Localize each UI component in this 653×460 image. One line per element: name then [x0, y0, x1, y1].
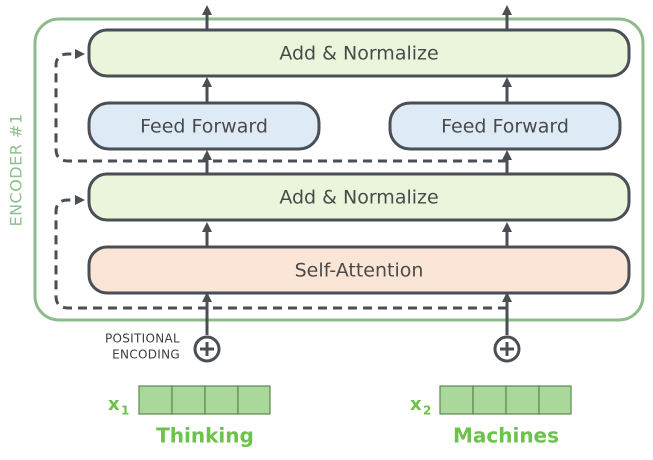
feed-forward-left-label: Feed Forward — [140, 116, 268, 138]
x2-symbol: x — [410, 394, 422, 415]
word-thinking: Thinking — [156, 424, 254, 448]
add-normalize-top-label: Add & Normalize — [279, 43, 438, 65]
embedding-vector-x1 — [138, 385, 271, 415]
encoder-container — [33, 17, 645, 322]
self-attention-box: Self-Attention — [87, 245, 631, 295]
x2-subscript: 2 — [423, 404, 431, 418]
add-normalize-top-box: Add & Normalize — [87, 28, 631, 78]
positional-encoding-line2: ENCODING — [112, 348, 180, 362]
plus-icon — [193, 335, 221, 363]
feed-forward-left-box: Feed Forward — [87, 101, 321, 151]
residual-bottom — [54, 195, 507, 310]
feed-forward-right-label: Feed Forward — [441, 116, 569, 138]
add-normalize-bottom-label: Add & Normalize — [279, 187, 438, 209]
embedding-vector-x2 — [439, 385, 572, 415]
input-x1: x 1 Thinking — [108, 385, 271, 448]
input-x2: x 2 Machines — [410, 385, 572, 448]
x1-subscript: 1 — [121, 404, 129, 418]
flow-arrows — [202, 5, 512, 335]
add-normalize-bottom-box: Add & Normalize — [87, 172, 631, 222]
residual-top — [54, 49, 507, 163]
positional-encoding-line1: POSITIONAL — [105, 332, 180, 346]
x1-symbol: x — [108, 394, 120, 415]
feed-forward-right-box: Feed Forward — [388, 101, 622, 151]
encoder-label: ENCODER #1 — [7, 113, 26, 226]
word-machines: Machines — [453, 424, 559, 448]
self-attention-label: Self-Attention — [295, 260, 424, 282]
plus-icon — [493, 335, 521, 363]
residual-connections — [54, 49, 507, 310]
